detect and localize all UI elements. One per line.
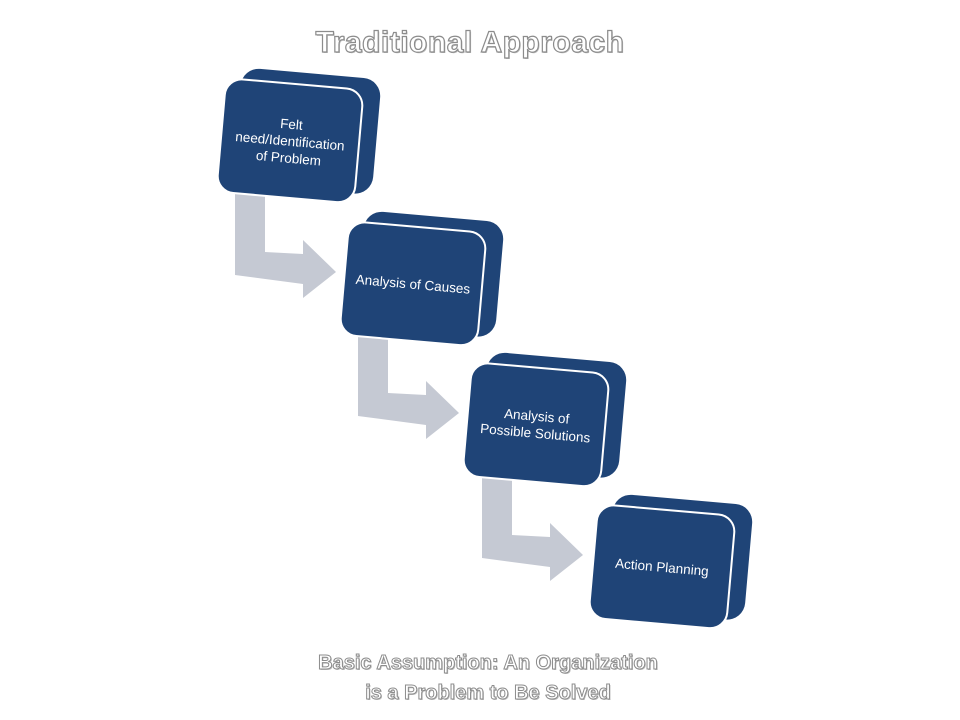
step-felt-need: Felt need/Identification of Problem: [215, 67, 382, 205]
basic-assumption-caption: Basic Assumption: An Organization is a P…: [0, 648, 960, 708]
arrow-3-to-4: [482, 476, 583, 581]
step-action-planning: Action Planning: [587, 493, 754, 631]
step-label: Analysis of Causes: [338, 219, 488, 348]
step-analysis-of-solutions: Analysis of Possible Solutions: [461, 351, 628, 489]
arrow-1-to-2: [235, 193, 336, 298]
caption-line-1: Basic Assumption: An Organization: [318, 652, 659, 675]
step-label: Action Planning: [587, 502, 737, 631]
step-label: Felt need/Identification of Problem: [215, 76, 365, 205]
arrow-2-to-3: [358, 334, 459, 439]
caption-line-2: is a Problem to Be Solved: [365, 682, 612, 705]
step-label: Analysis of Possible Solutions: [461, 360, 611, 489]
diagram-title: Traditional Approach: [315, 25, 625, 59]
step-analysis-of-causes: Analysis of Causes: [338, 210, 505, 348]
